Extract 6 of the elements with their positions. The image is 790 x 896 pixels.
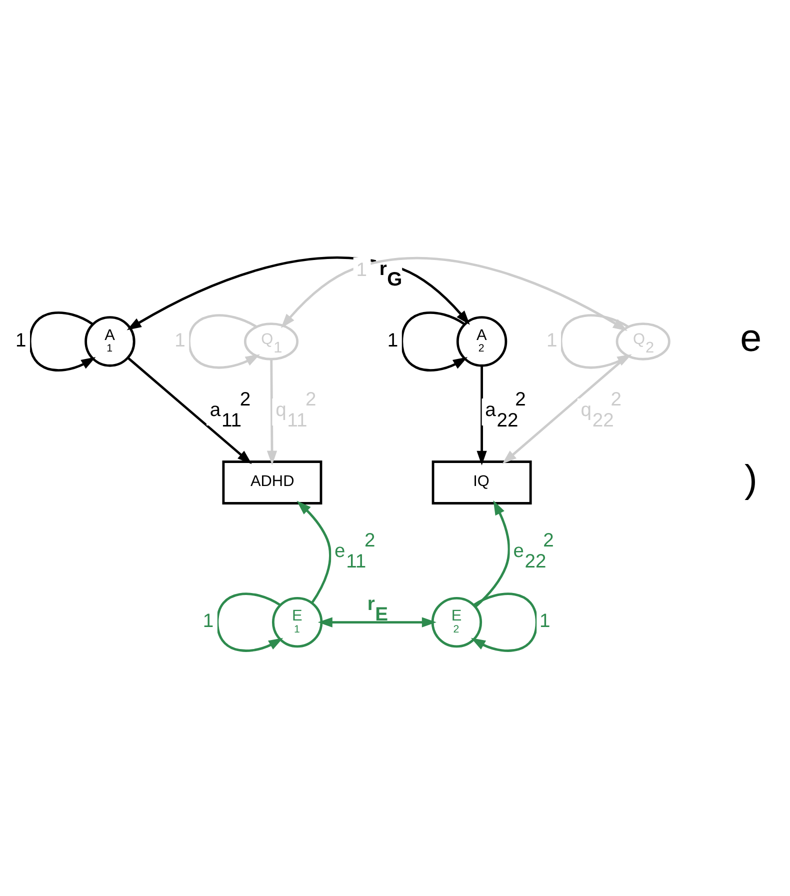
edge-label: 1 [16, 330, 26, 351]
label: e [740, 316, 762, 360]
edge-label: 1 [202, 610, 214, 632]
label: ) [744, 458, 758, 501]
edge-label: 1 [540, 610, 550, 632]
edge-label: 1 [387, 330, 398, 351]
